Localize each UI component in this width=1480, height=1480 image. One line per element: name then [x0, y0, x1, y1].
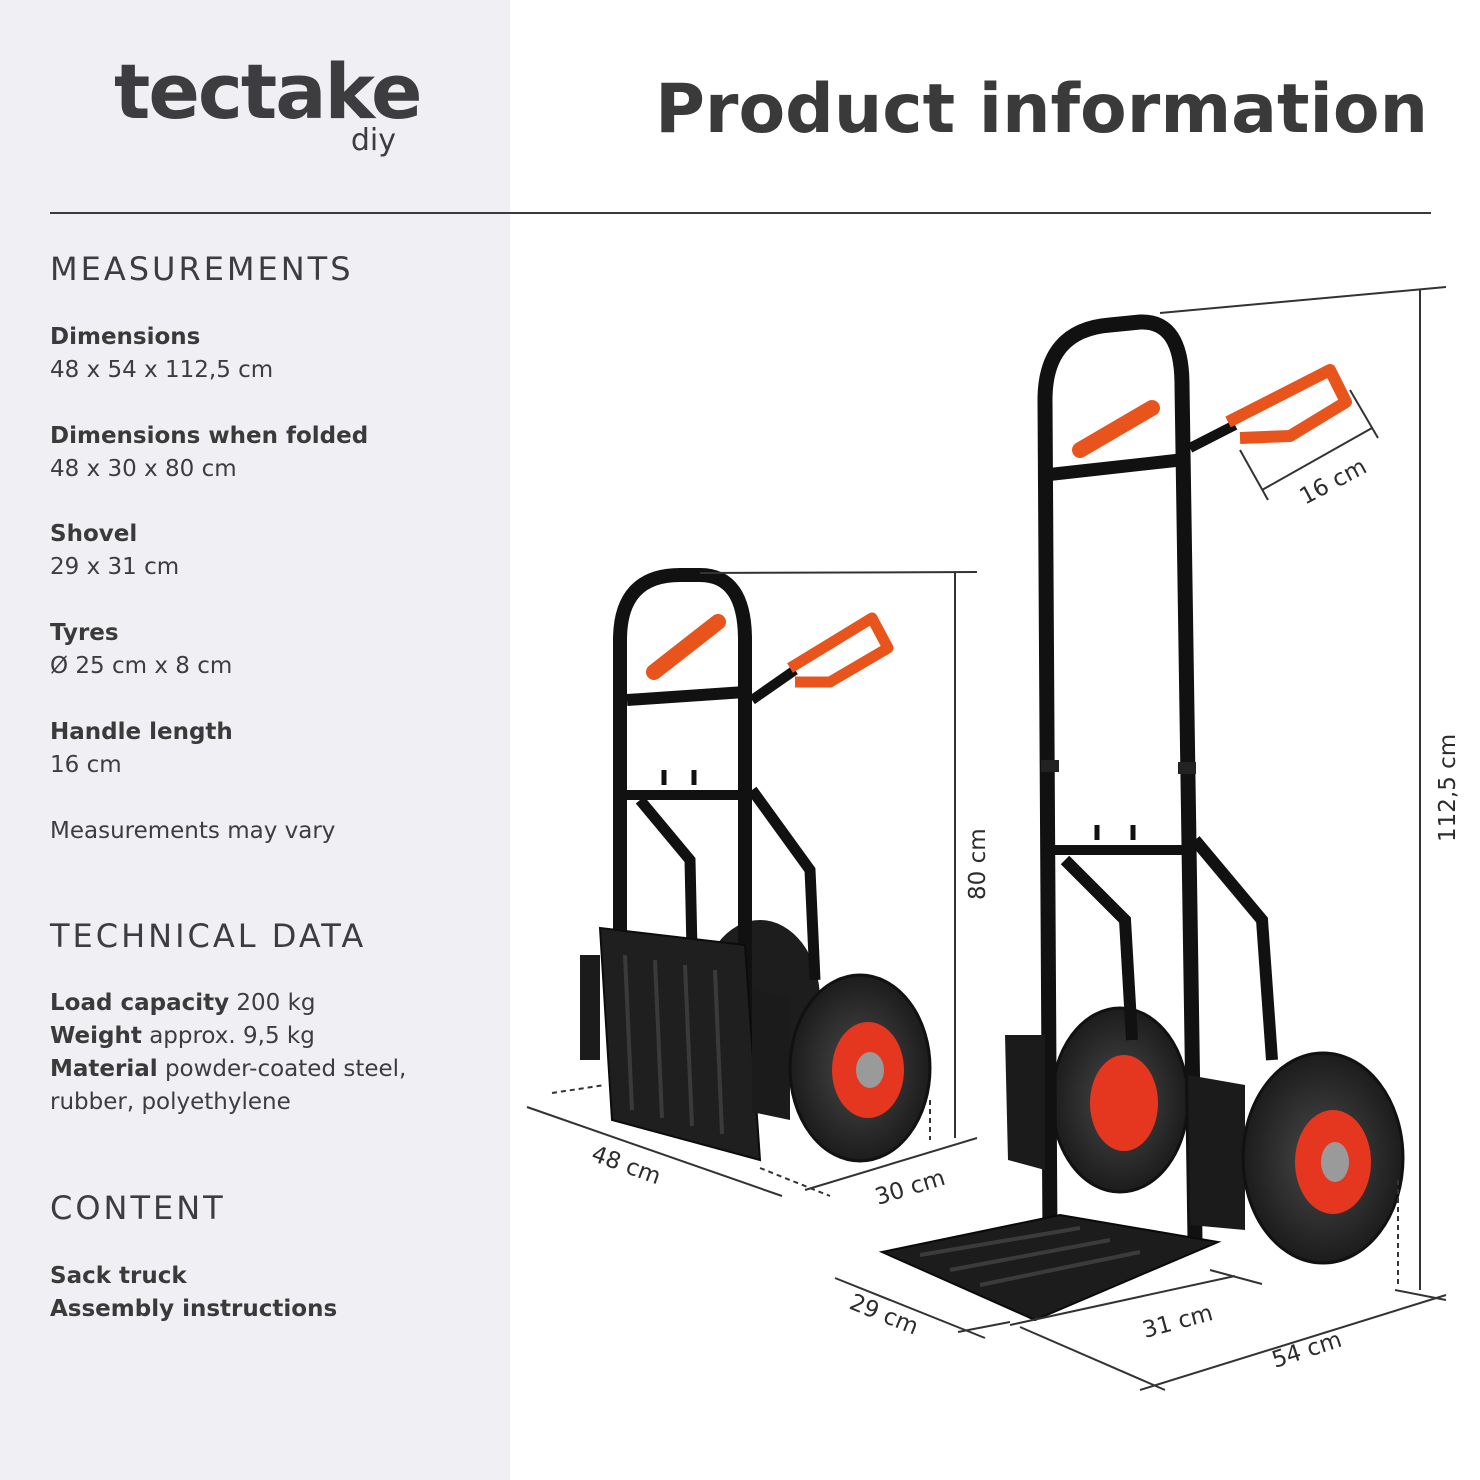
brand-sub: diy — [350, 123, 396, 158]
dim-label-height: 112,5 cm — [1435, 734, 1461, 842]
technical-item: Weight approx. 9,5 kg — [50, 1020, 490, 1053]
measurement-item: Tyres Ø 25 cm x 8 cm — [50, 617, 490, 683]
technical-label: Weight — [50, 1023, 142, 1049]
measurement-value: 48 x 54 x 112,5 cm — [50, 357, 274, 383]
technical-value: 200 kg — [236, 990, 316, 1016]
technical-value: powder-coated steel, — [164, 1056, 407, 1082]
content-list: Sack truck Assembly instructions — [50, 1260, 337, 1326]
folded-front-wheel — [788, 973, 932, 1163]
measurement-label: Handle length — [50, 719, 233, 745]
section-title-technical: TECHNICAL DATA — [50, 917, 367, 955]
measurement-item: Dimensions when folded 48 x 30 x 80 cm — [50, 420, 490, 486]
folded-sack-truck — [580, 568, 932, 1163]
technical-value-continued: rubber, polyethylene — [50, 1089, 291, 1115]
measurement-label: Dimensions — [50, 324, 201, 350]
brand-logo: tectake diy — [114, 52, 423, 162]
measurement-item: Dimensions 48 x 54 x 112,5 cm — [50, 321, 490, 387]
technical-label: Material — [50, 1056, 158, 1082]
technical-value: approx. 9,5 kg — [149, 1023, 315, 1049]
dimension-lines — [526, 286, 1447, 1391]
measurement-item: Shovel 29 x 31 cm — [50, 518, 490, 584]
folded-right-grip — [787, 612, 894, 688]
extended-front-wheel — [1241, 1051, 1405, 1265]
dim-label-shovel-width: 31 cm — [1140, 1300, 1216, 1344]
measurement-value: 16 cm — [50, 752, 122, 778]
measurement-value: Ø 25 cm x 8 cm — [50, 653, 233, 679]
measurement-value: 29 x 31 cm — [50, 554, 180, 580]
technical-item: Material powder-coated steel, — [50, 1053, 490, 1086]
technical-data-list: Load capacity 200 kg Weight approx. 9,5 … — [50, 987, 490, 1119]
measurement-value: 48 x 30 x 80 cm — [50, 456, 237, 482]
content-item: Sack truck — [50, 1263, 187, 1289]
technical-label: Load capacity — [50, 990, 230, 1016]
measurement-label: Dimensions when folded — [50, 423, 369, 449]
measurement-item: Handle length 16 cm — [50, 716, 490, 782]
section-title-content: CONTENT — [50, 1189, 226, 1227]
extended-sack-truck — [878, 314, 1405, 1322]
dim-label-folded-height: 80 cm — [965, 828, 991, 900]
dim-label-handle: 16 cm — [1296, 454, 1371, 511]
page-title: Product information — [655, 70, 1428, 149]
measurement-label: Shovel — [50, 521, 138, 547]
brand-name: tectake — [114, 47, 423, 136]
extended-shovel — [878, 1213, 1222, 1322]
extended-right-grip — [1225, 364, 1352, 444]
section-title-measurements: MEASUREMENTS — [50, 250, 354, 288]
technical-item: Load capacity 200 kg — [50, 987, 490, 1020]
measurement-note: Measurements may vary — [50, 818, 336, 844]
content-item: Assembly instructions — [50, 1296, 338, 1322]
extended-rear-wheel — [1050, 1006, 1190, 1194]
folded-left-grip — [646, 614, 726, 680]
sidebar — [0, 0, 510, 1480]
product-illustration: 48 cm 30 cm 80 cm 16 cm 112,5 cm 29 cm 3… — [526, 286, 1461, 1391]
header-divider — [50, 212, 1431, 214]
dim-label-folded-depth: 30 cm — [872, 1165, 948, 1211]
dim-label-depth: 54 cm — [1269, 1327, 1345, 1374]
measurement-label: Tyres — [50, 620, 119, 646]
dim-label-folded-width: 48 cm — [588, 1141, 664, 1190]
extended-left-grip — [1072, 400, 1160, 458]
